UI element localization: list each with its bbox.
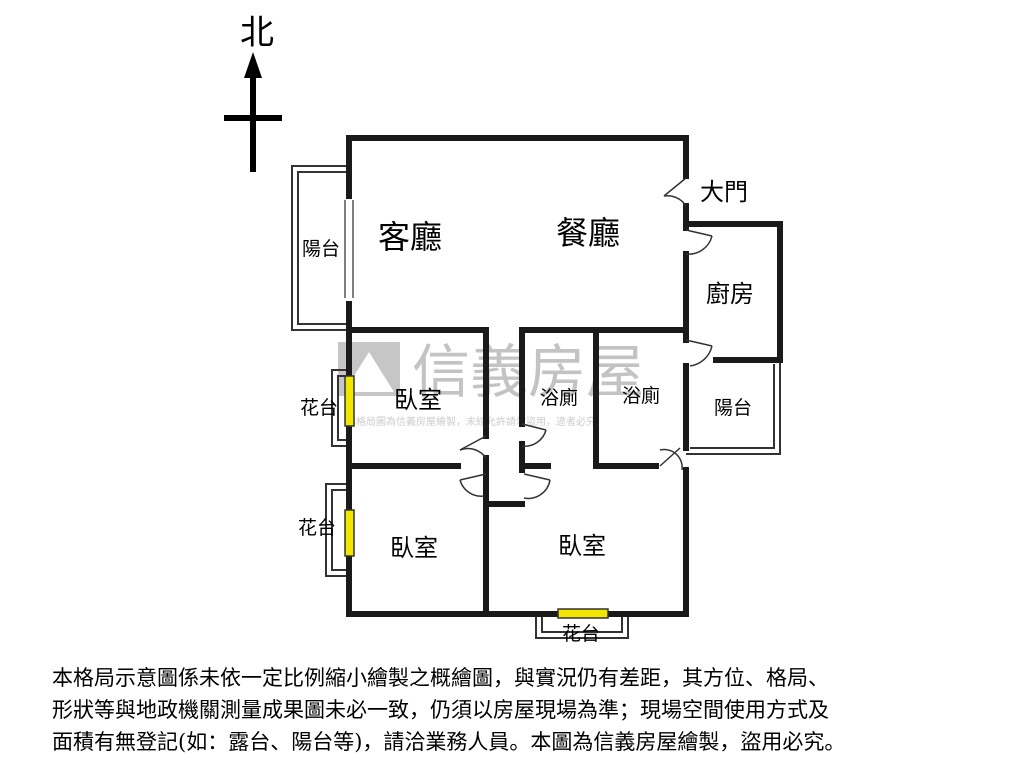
disclaimer-line-1: 本格局示意圖係未依一定比例縮小繪製之概繪圖，與實況仍有差距，其方位、格局、: [52, 666, 829, 690]
label-balcony-west: 陽台: [302, 238, 340, 260]
watermark-brand: 信義房屋: [412, 338, 644, 406]
label-planter-2: 花台: [298, 517, 336, 539]
watermark-logo-roof-icon: [344, 352, 394, 392]
door-swings: [459, 177, 713, 500]
balcony-east: [686, 360, 781, 455]
label-bedroom-3: 臥室: [558, 532, 606, 560]
north-label: 北: [240, 13, 274, 53]
watermark: 信義房屋 本格局圖為信義房屋繪製，未經允許請勿盜用，違者必究: [338, 338, 644, 428]
balcony-west-sliding-door: [344, 200, 354, 298]
label-bathroom-1: 浴廁: [540, 386, 578, 409]
watermark-notice: 本格局圖為信義房屋繪製，未經允許請勿盜用，違者必究: [346, 415, 596, 428]
windows: [344, 375, 609, 619]
label-planter-3: 花台: [562, 623, 600, 645]
label-main-door: 大門: [700, 178, 748, 206]
window-bedroom-2: [344, 509, 355, 557]
label-kitchen: 廚房: [706, 280, 754, 308]
planter-outlines: [325, 369, 629, 639]
window-bedroom-1: [344, 375, 355, 427]
label-living-room: 客廳: [378, 218, 442, 256]
disclaimer: 本格局示意圖係未依一定比例縮小繪製之概繪圖，與實況仍有差距，其方位、格局、 形狀…: [52, 662, 992, 758]
disclaimer-line-3: 面積有無登記(如：露台、陽台等)，請洽業務人員。本圖為信義房屋繪製，盜用必究。: [52, 730, 846, 754]
disclaimer-line-2: 形狀等與地政機關測量成果圖未必一致，仍須以房屋現場為準；現場空間使用方式及: [52, 698, 829, 722]
north-compass: 北: [224, 13, 282, 172]
label-bedroom-2: 臥室: [390, 534, 438, 562]
label-bathroom-2: 浴廁: [622, 384, 660, 407]
window-bedroom-3: [557, 608, 609, 619]
label-balcony-east: 陽台: [714, 397, 752, 419]
label-planter-1: 花台: [300, 397, 338, 419]
north-arrow-head-icon: [244, 52, 262, 78]
balcony-west: [291, 165, 349, 331]
label-dining-room: 餐廳: [556, 214, 620, 252]
label-bedroom-1: 臥室: [394, 386, 442, 414]
